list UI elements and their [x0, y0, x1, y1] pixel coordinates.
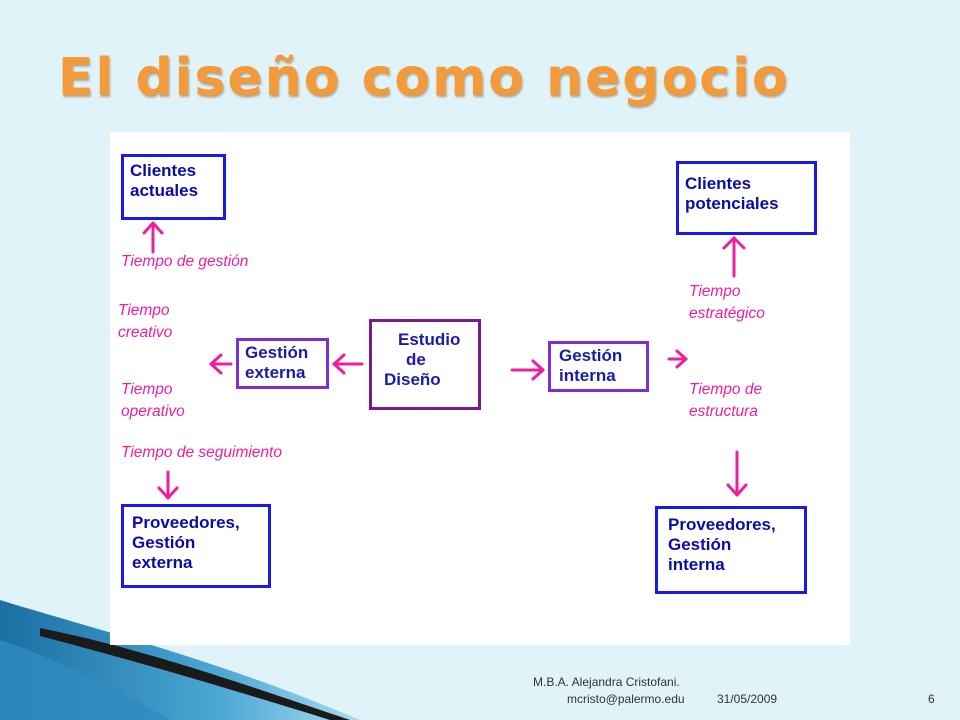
- box-label: externa: [245, 363, 306, 382]
- footer-page-number: 6: [928, 692, 935, 706]
- label-line: estructura: [689, 403, 758, 420]
- box-label: potenciales: [685, 194, 779, 213]
- box-label: de: [406, 350, 426, 369]
- arrow-right-outer: [667, 349, 688, 369]
- box-label: Proveedores,: [132, 513, 240, 532]
- box-label: actuales: [130, 181, 199, 200]
- label-line: estratégico: [689, 305, 765, 322]
- arrow-up-clientes-potenciales: [722, 236, 746, 278]
- proveedores-interna-box: Proveedores, Gestión interna: [655, 506, 807, 594]
- estudio-diseno-box: Estudio de Diseño: [369, 319, 481, 410]
- business-diagram: Clientes actuales Clientes potenciales E…: [110, 132, 850, 645]
- box-label: Gestión: [245, 343, 309, 362]
- tiempo-estrategico-label: Tiempo estratégico: [689, 281, 765, 325]
- box-label: Gestión: [132, 533, 196, 552]
- arrow-up-clientes-actuales: [142, 221, 164, 254]
- arrow-right-gestion-interna: [510, 359, 545, 381]
- box-label: interna: [668, 555, 725, 574]
- footer-author: M.B.A. Alejandra Cristofani.: [533, 675, 680, 689]
- box-label: Clientes: [130, 161, 197, 180]
- box-label: externa: [132, 553, 193, 572]
- label-line: Tiempo: [118, 302, 170, 319]
- arrow-left-outer: [209, 353, 233, 375]
- gestion-interna-box: Gestión interna: [548, 341, 649, 392]
- arrow-down-proveedores-interna: [726, 450, 748, 497]
- arrow-left-gestion-externa: [332, 353, 364, 375]
- box-label: Diseño: [384, 370, 441, 389]
- slide-title: El diseño como negocio: [58, 48, 790, 108]
- tiempo-creativo-label: Tiempo creativo: [118, 300, 172, 344]
- tiempo-gestion-label: Tiempo de gestión: [121, 253, 249, 270]
- box-label: interna: [559, 366, 616, 385]
- tiempo-operativo-label: Tiempo operativo: [121, 379, 185, 423]
- label-line: Tiempo: [121, 381, 173, 398]
- clientes-potenciales-box: Clientes potenciales: [676, 161, 817, 235]
- label-line: creativo: [118, 324, 173, 341]
- footer-date: 31/05/2009: [717, 692, 778, 706]
- clientes-actuales-box: Clientes actuales: [121, 154, 226, 220]
- arrows-layer: [142, 221, 748, 500]
- label-line: operativo: [121, 403, 185, 420]
- gestion-externa-box: Gestión externa: [236, 338, 329, 389]
- tiempo-seguimiento-label: Tiempo de seguimiento: [121, 444, 282, 461]
- footer-email: mcristo@palermo.edu: [567, 692, 685, 706]
- box-label: Gestión: [668, 535, 732, 554]
- label-line: Tiempo: [689, 283, 741, 300]
- arrow-down-proveedores-externa: [157, 470, 179, 500]
- box-label: Gestión: [559, 346, 623, 365]
- proveedores-externa-box: Proveedores, Gestión externa: [121, 504, 271, 588]
- label-line: Tiempo de: [689, 381, 763, 398]
- box-label: Estudio: [398, 330, 461, 349]
- tiempo-estructura-label: Tiempo de estructura: [689, 379, 762, 423]
- box-label: Proveedores,: [668, 515, 776, 534]
- box-label: Clientes: [685, 174, 752, 193]
